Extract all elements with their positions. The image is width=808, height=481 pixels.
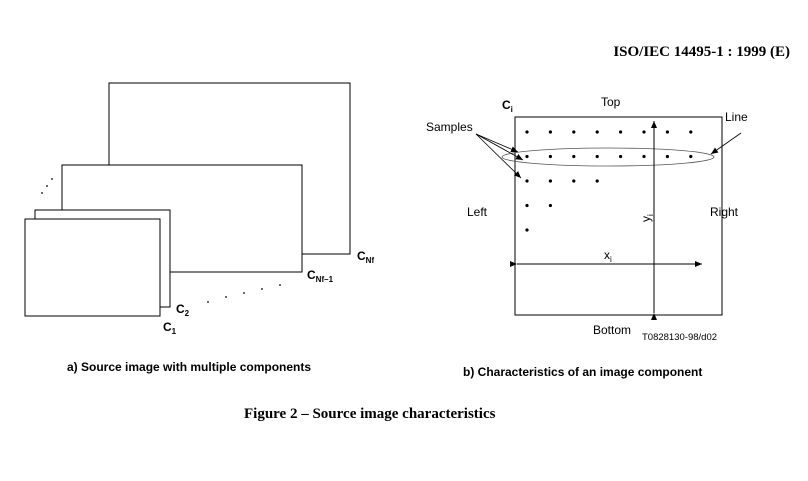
standard-header: ISO/IEC 14495-1 : 1999 (E) — [613, 44, 790, 60]
sample-dot — [665, 154, 670, 159]
label-right: Right — [710, 205, 739, 219]
sample-dot — [572, 179, 576, 183]
label-ci: Ci — [502, 98, 513, 114]
label-cnf: CNf — [357, 249, 374, 265]
figure-code: T0828130-98/d02 — [642, 332, 718, 343]
label-samples: Samples — [426, 120, 473, 134]
sample-dot — [525, 203, 529, 208]
sample-dot — [619, 130, 623, 134]
label-bottom: Bottom — [593, 323, 631, 337]
diagram-a — [24, 82, 351, 317]
sample-dot — [548, 203, 553, 208]
label-y-dimension: yi — [639, 214, 655, 222]
samples-callout — [475, 133, 524, 179]
sample-dot — [665, 130, 670, 134]
line-callout — [710, 132, 742, 155]
sample-dot — [548, 179, 553, 183]
label-cnf1: CNf–1 — [307, 268, 334, 284]
line-ellipse — [501, 147, 715, 167]
sample-dot — [642, 130, 646, 134]
ellipsis-dots-left — [41, 178, 53, 194]
label-c2: C2 — [176, 302, 190, 318]
sample-dot — [595, 179, 599, 183]
sample-dot — [689, 154, 693, 159]
label-left: Left — [467, 205, 488, 219]
caption-b: b) Characteristics of an image component — [463, 365, 703, 379]
sample-dot — [642, 154, 646, 159]
sample-dot — [595, 154, 599, 159]
ellipsis-dots-bottom — [207, 284, 281, 303]
image-component-rect — [514, 116, 723, 316]
caption-a: a) Source image with multiple components — [67, 360, 312, 374]
sample-dot — [595, 130, 599, 134]
sample-dot — [572, 154, 576, 159]
label-c1: C1 — [163, 320, 177, 336]
sample-dot — [548, 154, 553, 159]
sample-dot — [548, 130, 553, 134]
samples-grid — [525, 130, 693, 232]
sample-dot — [525, 154, 529, 159]
label-top: Top — [601, 95, 621, 109]
sample-dot — [525, 130, 529, 134]
component-rect-c1 — [24, 218, 161, 317]
sample-dot — [525, 228, 529, 232]
label-x-dimension: xi — [604, 248, 612, 264]
label-line: Line — [725, 110, 748, 124]
sample-dot — [619, 154, 623, 159]
figure-title: Figure 2 – Source image characteristics — [244, 406, 496, 422]
sample-dot — [525, 179, 529, 183]
sample-dot — [572, 130, 576, 134]
sample-dot — [689, 130, 693, 134]
